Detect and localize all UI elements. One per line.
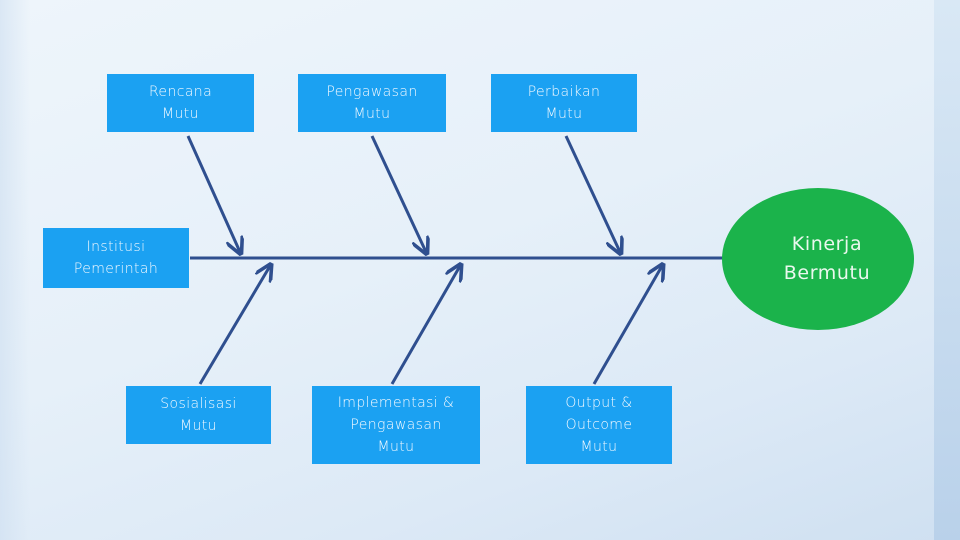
cause-box-sosialisasi-mutu: Sosialisasi Mutu bbox=[126, 386, 271, 444]
cause-box-implementasi-pengawasan-mutu: Implementasi & Pengawasan Mutu bbox=[312, 386, 480, 464]
cause-box-output-outcome-mutu: Output & Outcome Mutu bbox=[526, 386, 672, 464]
bottom-bone-1 bbox=[198, 266, 270, 385]
bottom-bone-2 bbox=[390, 266, 460, 385]
cause-box-pengawasan-mutu: Pengawasan Mutu bbox=[298, 74, 446, 132]
bottom-bone-3 bbox=[592, 266, 662, 385]
slide-edge-strip bbox=[934, 0, 960, 540]
start-box-institusi-pemerintah: Institusi Pemerintah bbox=[43, 228, 189, 288]
effect-ellipse-kinerja-bermutu: Kinerja Bermutu bbox=[722, 188, 914, 330]
top-bone-2 bbox=[370, 135, 426, 252]
cause-box-perbaikan-mutu: Perbaikan Mutu bbox=[491, 74, 637, 132]
top-bone-1 bbox=[186, 135, 240, 252]
top-bone-3 bbox=[564, 135, 620, 252]
cause-box-rencana-mutu: Rencana Mutu bbox=[107, 74, 254, 132]
background-shade bbox=[0, 0, 30, 540]
